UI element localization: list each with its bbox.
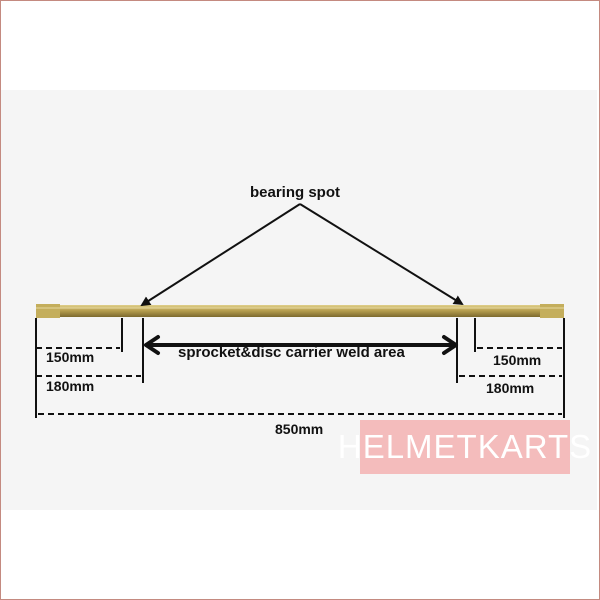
total-length-dimension: [35, 318, 565, 418]
left-spline-end: [36, 304, 60, 318]
axle-shaft: [36, 304, 564, 318]
left-dimensions: [36, 318, 144, 383]
right-150mm-label: 150mm: [493, 352, 542, 368]
total-850mm-label: 850mm: [275, 421, 324, 437]
bearing-spot-arrows: [140, 203, 464, 307]
right-dimensions: [456, 318, 562, 383]
right-spline-end: [540, 304, 564, 318]
weld-area-dimension: [144, 335, 458, 355]
weld-area-label: sprocket&disc carrier weld area: [178, 344, 405, 361]
left-180mm-label: 180mm: [46, 378, 95, 394]
right-180mm-label: 180mm: [486, 380, 535, 396]
helmetkarts-watermark: HELMETKARTS: [338, 420, 591, 474]
bearing-spot-label: bearing spot: [250, 184, 341, 201]
left-150mm-label: 150mm: [46, 349, 95, 365]
watermark-text: HELMETKARTS: [337, 428, 593, 465]
